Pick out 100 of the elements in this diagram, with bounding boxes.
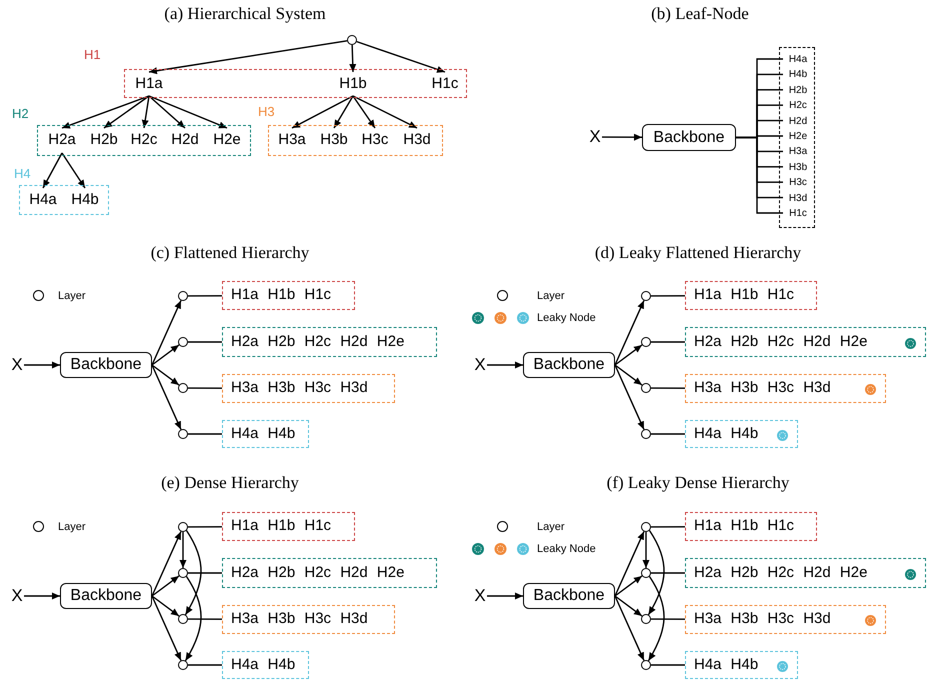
arrow bbox=[356, 40, 446, 73]
arrow bbox=[152, 595, 180, 617]
class-label: H4a bbox=[784, 54, 812, 66]
backbone-box: Backbone bbox=[642, 124, 736, 151]
connector-line bbox=[188, 295, 222, 297]
arrow bbox=[614, 575, 642, 597]
group-label: H3a H3b H3c H3d bbox=[694, 378, 831, 398]
class-label: H3a bbox=[274, 128, 310, 153]
class-label: H4b bbox=[67, 188, 103, 212]
arrow bbox=[180, 532, 186, 568]
connector-line bbox=[188, 664, 222, 666]
group-label: H1a H1b H1c bbox=[231, 285, 332, 306]
arrow bbox=[642, 532, 650, 568]
arrow bbox=[648, 530, 665, 616]
group-label: H3a H3b H3c H3d bbox=[231, 609, 368, 630]
group-label: H4a H4b bbox=[231, 654, 296, 675]
legend-label: Layer bbox=[58, 520, 86, 534]
dashed-group-box bbox=[685, 374, 886, 403]
arrow bbox=[614, 531, 645, 596]
class-label: H3b bbox=[784, 161, 812, 174]
connector-line bbox=[651, 433, 685, 435]
arrow bbox=[349, 44, 356, 72]
class-label: H2b bbox=[86, 128, 122, 153]
arrow bbox=[614, 300, 645, 366]
legend-label: Layer bbox=[537, 289, 565, 303]
group-label: H4a H4b bbox=[694, 424, 758, 444]
class-label: H2e bbox=[209, 128, 245, 153]
class-label: H1a bbox=[131, 72, 167, 96]
class-label: H2c bbox=[784, 100, 812, 113]
class-label: H2d bbox=[167, 128, 203, 153]
legend-label: Layer bbox=[537, 520, 565, 534]
group-label: H3a H3b H3c H3d bbox=[694, 609, 831, 630]
connector-line bbox=[188, 387, 222, 389]
class-label: H1c bbox=[784, 208, 812, 220]
arrow bbox=[151, 300, 182, 366]
backbone-box: Backbone bbox=[523, 583, 615, 609]
dashed-group-box bbox=[222, 605, 395, 634]
class-label: H3c bbox=[784, 176, 812, 190]
class-label: H2d bbox=[784, 115, 812, 128]
arrow bbox=[142, 96, 150, 128]
arrow bbox=[152, 364, 180, 386]
arrow bbox=[614, 364, 642, 386]
dashed-group-box bbox=[685, 420, 798, 448]
connector-line bbox=[651, 664, 685, 666]
dashed-group-box bbox=[685, 605, 886, 634]
group-label: H1a H1b H1c bbox=[694, 516, 794, 536]
arrow bbox=[62, 95, 150, 129]
dashed-leaf-box bbox=[779, 47, 815, 228]
connector-line bbox=[651, 572, 685, 574]
dashed-group-box bbox=[222, 327, 437, 357]
group-heading: H3 bbox=[258, 104, 275, 120]
backbone-box: Backbone bbox=[60, 352, 152, 378]
arrow bbox=[487, 592, 523, 600]
dashed-group-box bbox=[685, 281, 817, 310]
arrow bbox=[352, 95, 418, 129]
panel-title: (d) Leaky Flattened Hierarchy bbox=[594, 243, 802, 263]
arrow bbox=[352, 96, 376, 128]
arrow bbox=[614, 364, 645, 430]
connector-line bbox=[651, 618, 685, 620]
panel-title: (c) Flattened Hierarchy bbox=[150, 243, 310, 263]
group-label: H3a H3b H3c H3d bbox=[231, 378, 368, 398]
arrow bbox=[148, 95, 228, 129]
arrow bbox=[184, 530, 202, 616]
panel-title: (b) Leaf-Node bbox=[650, 4, 750, 24]
dashed-group-box bbox=[222, 281, 355, 310]
connector-line bbox=[188, 572, 222, 574]
arrow bbox=[602, 134, 642, 141]
input-label: X bbox=[473, 355, 487, 375]
dashed-group-box bbox=[222, 558, 437, 588]
input-label: X bbox=[588, 127, 602, 147]
arrow bbox=[614, 595, 642, 617]
class-label: H1c bbox=[427, 72, 463, 96]
class-label: H2b bbox=[784, 84, 812, 98]
group-heading: H1 bbox=[84, 47, 101, 63]
class-label: H4a bbox=[25, 188, 61, 212]
connector-line bbox=[651, 341, 685, 343]
arrow bbox=[151, 531, 182, 596]
input-label: X bbox=[10, 355, 24, 375]
dashed-group-box bbox=[222, 512, 355, 541]
group-label: H2a H2b H2c H2d H2e bbox=[694, 332, 868, 352]
group-label: H2a H2b H2c H2d H2e bbox=[231, 332, 404, 352]
arrow bbox=[151, 364, 182, 430]
class-label: H3c bbox=[357, 128, 393, 153]
arrow bbox=[151, 596, 182, 661]
backbone-box: Backbone bbox=[60, 583, 152, 609]
class-label: H3d bbox=[399, 128, 435, 153]
connector-line bbox=[651, 387, 685, 389]
dashed-group-box bbox=[685, 558, 926, 588]
legend-label: Leaky Node bbox=[537, 542, 596, 556]
input-label: X bbox=[473, 586, 487, 606]
panel-title: (f) Leaky Dense Hierarchy bbox=[606, 473, 790, 493]
group-label: H1a H1b H1c bbox=[231, 516, 332, 536]
legend-label: Layer bbox=[58, 289, 86, 303]
group-heading: H4 bbox=[14, 166, 31, 182]
group-label: H4a H4b bbox=[694, 654, 758, 675]
dashed-group-box bbox=[222, 420, 309, 448]
dashed-group-box bbox=[685, 512, 817, 541]
panel-title: (e) Dense Hierarchy bbox=[160, 473, 300, 493]
connector-line bbox=[188, 526, 222, 528]
class-label: H3b bbox=[316, 128, 352, 153]
